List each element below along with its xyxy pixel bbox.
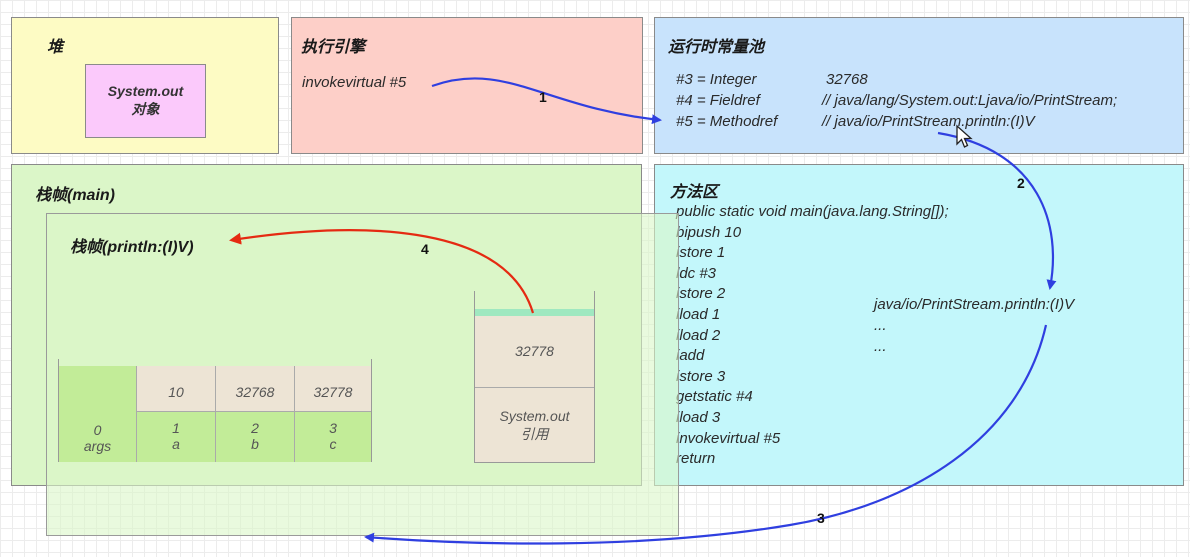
pool-row-4-value: // java/lang/System.out:Ljava/io/PrintSt… (822, 92, 1118, 109)
method-signature: public static void main(java.lang.String… (676, 203, 949, 220)
mouse-cursor-icon (956, 124, 973, 148)
execution-engine-title: 执行引擎 (301, 39, 366, 56)
local-index-0: 0 (93, 422, 102, 438)
bytecode-line: iadd (676, 347, 705, 365)
local-value-1: 10 (136, 366, 215, 412)
local-index-2: 2 (251, 420, 259, 436)
arrow-3 (364, 324, 1048, 545)
arrow-label-3: 3 (817, 510, 825, 526)
local-slot-3: 3 c (294, 412, 371, 462)
local-value-2: 32768 (215, 366, 294, 412)
method-area-panel (654, 164, 1184, 486)
local-name-0: args (83, 438, 112, 454)
system-out-object: System.out 对象 (85, 64, 206, 138)
arrow-label-1: 1 (539, 89, 547, 105)
arrow-2 (937, 131, 1057, 290)
local-index-3: 3 (329, 420, 337, 436)
bytecode-line: istore 2 (676, 285, 726, 303)
arrow-4 (229, 229, 535, 314)
frame-main-title: 栈帧(main) (35, 187, 116, 204)
frame-println-title: 栈帧(println:(I)V) (70, 239, 194, 256)
system-out-object-label: 对象 (131, 101, 160, 117)
heap-title: 堆 (47, 39, 64, 56)
bytecode-line: bipush 10 (676, 223, 742, 241)
arrow-label-4: 4 (421, 241, 429, 257)
operand-stack-top-bar (475, 309, 594, 316)
pool-row-3-key: #3 = Integer (676, 71, 757, 88)
local-value-3: 32778 (294, 366, 371, 412)
bytecode-line: istore 1 (676, 244, 726, 262)
pool-row-3-value: 32768 (826, 71, 868, 88)
operand-stack-top-value: 32778 (475, 316, 594, 388)
local-index-1: 1 (172, 420, 180, 436)
ellipsis-1: ... (874, 317, 887, 334)
constant-pool-title: 运行时常量池 (668, 39, 765, 56)
bytecode-line: return (676, 450, 716, 468)
execution-engine-panel (291, 17, 643, 154)
bytecode-line: ldc #3 (676, 264, 717, 282)
engine-instruction: invokevirtual #5 (302, 74, 407, 91)
bytecode-line: iload 2 (676, 326, 721, 344)
ellipsis-2: ... (874, 338, 887, 355)
arrow-label-2: 2 (1017, 175, 1025, 191)
local-slot-0: 0 args (59, 366, 136, 462)
bytecode-line: getstatic #4 (676, 388, 753, 406)
target-method: java/io/PrintStream.println:(I)V (874, 296, 1075, 313)
operand-stack (474, 291, 595, 463)
system-out-object-name: System.out (107, 83, 184, 99)
bytecode-line: invokevirtual #5 (676, 429, 781, 447)
bytecode-line: iload 1 (676, 306, 721, 323)
local-name-3: c (329, 436, 337, 452)
local-slot-2: 2 b (215, 412, 294, 462)
pool-row-5-value: // java/io/PrintStream.println:(I)V (822, 113, 1035, 130)
bytecode-line: iload 3 (676, 409, 721, 426)
local-name-2: b (251, 436, 259, 452)
pool-row-4-key: #4 = Fieldref (676, 92, 760, 109)
method-area-title: 方法区 (670, 184, 719, 201)
local-slot-1: 1 a (136, 412, 215, 462)
constant-pool-panel (654, 17, 1184, 154)
local-name-1: a (172, 436, 180, 452)
pool-row-5-key: #5 = Methodref (676, 113, 778, 130)
arrow-1 (431, 77, 662, 125)
operand-stack-system-out-ref: System.out 引用 (475, 388, 594, 462)
bytecode-line: istore 3 (676, 367, 726, 385)
